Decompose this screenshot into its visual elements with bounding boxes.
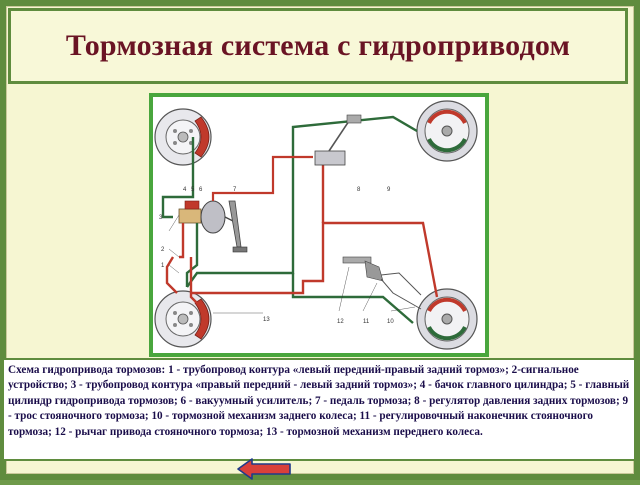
label-8: 8 [357, 187, 361, 193]
parking-brake-lever [342, 256, 384, 282]
page-title: Тормозная система с гидроприводом [65, 29, 571, 62]
label-10: 10 [387, 319, 394, 325]
rear-right-drum-brake [416, 288, 478, 350]
front-left-wheel [154, 108, 212, 166]
label-5: 5 [191, 187, 195, 193]
back-button[interactable] [236, 458, 292, 480]
label-4: 4 [183, 187, 187, 193]
diagram-drawing: 1 2 3 4 5 6 7 8 9 10 11 12 13 [154, 100, 478, 350]
front-right-wheel [154, 290, 212, 348]
master-cylinder-assembly [178, 200, 234, 234]
label-6: 6 [199, 187, 203, 193]
label-2: 2 [161, 247, 165, 253]
label-11: 11 [363, 319, 370, 325]
label-1: 1 [161, 263, 165, 269]
label-9: 9 [387, 187, 391, 193]
title-box: Тормозная система с гидроприводом [8, 8, 628, 84]
brake-system-diagram: 1 2 3 4 5 6 7 8 9 10 11 12 13 [149, 93, 489, 357]
brake-pedal [228, 200, 248, 253]
back-arrow-icon [237, 458, 291, 480]
diagram-caption: Схема гидропривода тормозов: 1 - трубопр… [8, 364, 630, 438]
label-7: 7 [233, 187, 237, 193]
rear-left-drum-brake [416, 100, 478, 162]
pressure-regulator [314, 114, 362, 166]
caption-box: Схема гидропривода тормозов: 1 - трубопр… [2, 358, 636, 461]
label-13: 13 [263, 317, 270, 323]
label-3: 3 [159, 215, 163, 221]
label-12: 12 [337, 319, 344, 325]
